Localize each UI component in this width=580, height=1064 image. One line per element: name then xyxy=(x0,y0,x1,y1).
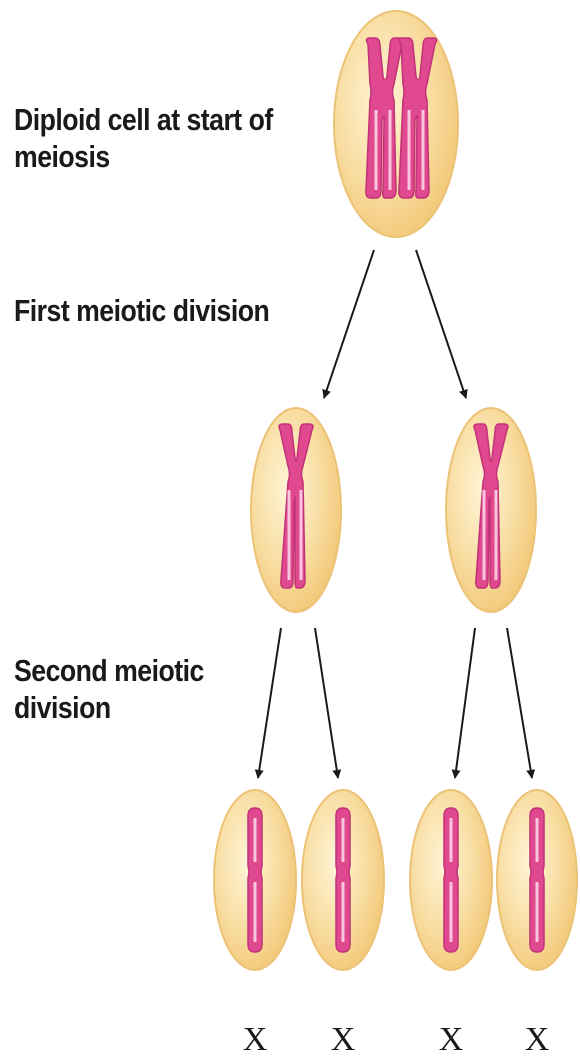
arrow-second-division-3 xyxy=(455,628,475,778)
gamete-label-3: X xyxy=(439,1021,464,1058)
arrow-first-division-right xyxy=(416,250,466,398)
gamete-label-1: X xyxy=(243,1021,268,1058)
parent-cell xyxy=(334,11,458,237)
chromosome-single xyxy=(530,808,544,952)
gamete-label-4: X xyxy=(525,1021,550,1058)
gamete-cell-2 xyxy=(302,790,384,970)
chromosome-single xyxy=(444,808,458,952)
daughter-cell-right xyxy=(446,408,536,612)
chromosome-single xyxy=(248,808,262,952)
arrow-second-division-4 xyxy=(507,628,532,778)
gamete-cell-3 xyxy=(410,790,492,970)
gamete-cell-1 xyxy=(214,790,296,970)
chromosome-single xyxy=(336,808,350,952)
daughter-cell-left xyxy=(251,408,341,612)
gamete-label-2: X xyxy=(331,1021,356,1058)
gamete-cell-4 xyxy=(497,790,577,970)
arrow-second-division-2 xyxy=(315,628,338,778)
arrow-first-division-left xyxy=(324,250,374,398)
arrow-second-division-1 xyxy=(258,628,281,778)
